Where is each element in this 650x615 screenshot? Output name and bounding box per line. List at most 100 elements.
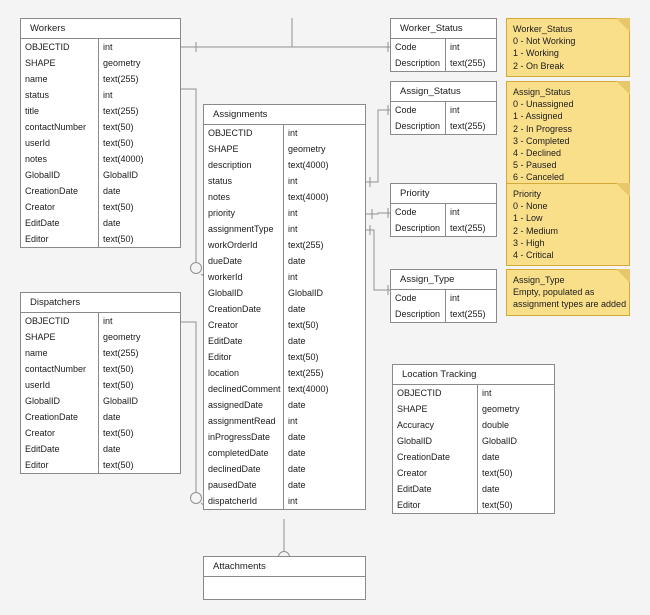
field-type: int [288,208,298,218]
field-name: workerId [204,269,284,285]
field-name: Creator [21,199,99,215]
field-name: notes [21,151,99,167]
field-name: Description [391,306,446,322]
field-type: geometry [288,144,326,154]
field-type: GlobalID [482,436,518,446]
field-name: Creator [393,465,478,481]
note-line: 1 - Low [513,213,543,224]
field-name: pausedDate [204,477,284,493]
entity-title: Assign_Type [391,270,496,290]
field-type: int [450,207,460,217]
field-type: int [103,42,113,52]
field-type: text(50) [103,138,134,148]
field-type: text(50) [103,234,134,244]
field-name: SHAPE [21,329,99,345]
note-line: 3 - Completed [513,135,570,146]
field-type: int [450,293,460,303]
entity-title: Worker_Status [391,19,496,39]
field-type: int [288,224,298,234]
field-type: int [103,90,113,100]
field-type: date [288,464,306,474]
field-type: geometry [103,332,141,342]
field-type: text(50) [103,122,134,132]
field-name: CreationDate [393,449,478,465]
note-line: 0 - None [513,201,548,212]
field-type: text(4000) [288,384,329,394]
field-name: Editor [21,457,99,473]
field-type: date [482,452,500,462]
field-name: Description [391,220,446,236]
field-name: status [21,87,99,103]
entity-title: Priority [391,184,496,204]
field-type: text(255) [103,74,139,84]
field-type: GlobalID [103,170,139,180]
field-name: dispatcherId [204,493,284,509]
field-type: text(255) [450,223,486,233]
field-type: date [288,448,306,458]
entity-title: Dispatchers [21,293,180,313]
field-name: assignmentType [204,221,284,237]
field-name: location [204,365,284,381]
field-type: int [103,316,113,326]
field-type: text(255) [450,121,486,131]
note-line: 1 - Assigned [513,111,563,122]
field-name: SHAPE [21,55,99,71]
field-type: text(4000) [288,160,329,170]
field-row: GlobalID GlobalID [21,393,180,409]
entity-title: Workers [21,19,180,39]
field-name: Code [391,39,446,55]
note-title: Assign_Status [513,87,571,97]
note-line: 4 - Declined [513,148,562,159]
field-row: workerId int [204,269,365,285]
field-type: date [288,336,306,346]
field-name: Code [391,102,446,118]
entity-attachments[interactable]: Attachments [203,556,366,600]
field-type: GlobalID [288,288,324,298]
field-name: GlobalID [21,393,99,409]
field-name: EditDate [393,481,478,497]
field-type: text(50) [288,320,319,330]
field-type: int [288,272,298,282]
field-type: text(255) [450,58,486,68]
field-name: GlobalID [393,433,478,449]
field-name: EditDate [21,215,99,231]
field-type: GlobalID [103,396,139,406]
entity-title: Assignments [204,105,365,125]
field-type: int [288,416,298,426]
field-row: assignmentType int [204,221,365,237]
field-name: userId [21,135,99,151]
